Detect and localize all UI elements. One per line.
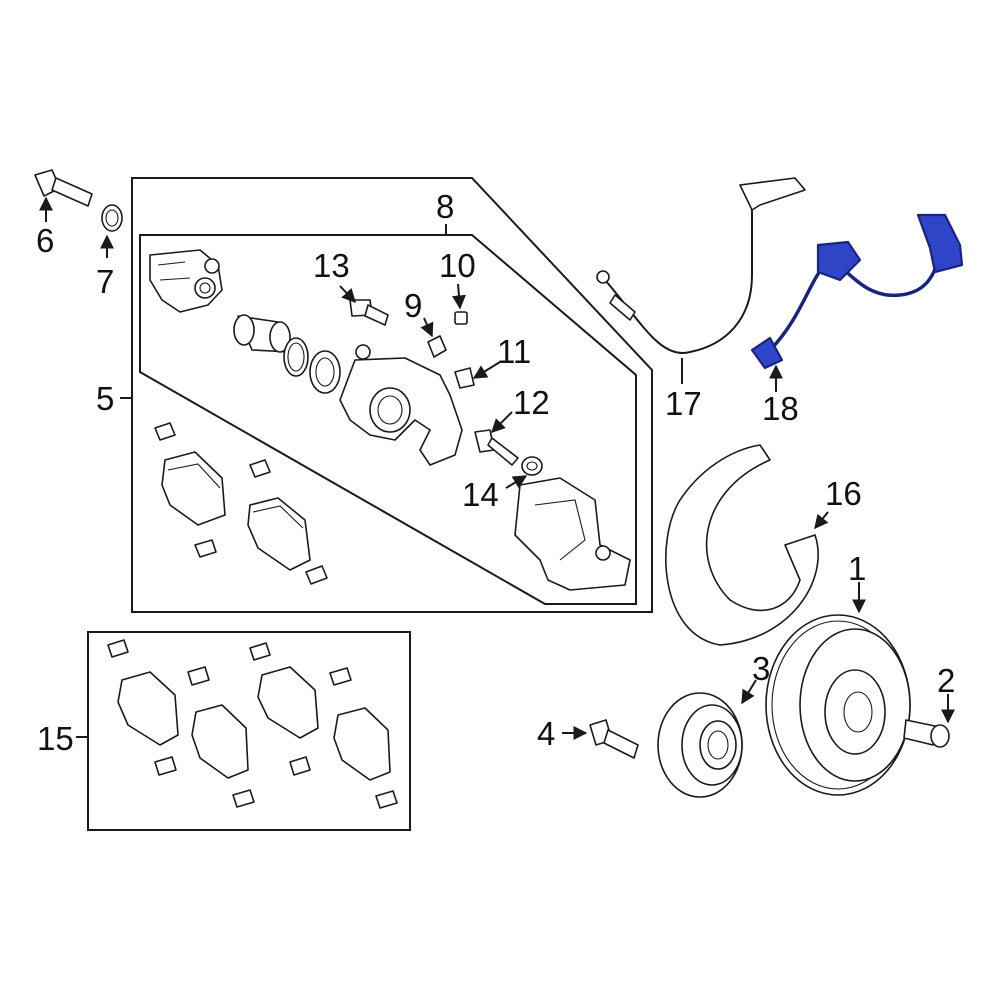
callout-7: 7: [96, 263, 114, 300]
callout-8: 8: [436, 188, 454, 225]
pad-clips-box[interactable]: [154, 422, 328, 585]
bleeder-cap-10[interactable]: [454, 311, 468, 325]
brake-pad-outer-box[interactable]: [247, 497, 311, 571]
leader-lines: [39, 196, 955, 740]
callout-labels: 1 2 3 4 5 6 7 8 9 10 11 12 13 14 15 16 1…: [36, 188, 955, 757]
abs-sensor-highlighted[interactable]: [750, 213, 964, 370]
callout-5: 5: [96, 380, 114, 417]
brake-hose[interactable]: [596, 177, 806, 355]
callout-2: 2: [937, 662, 955, 699]
callout-16: 16: [825, 475, 862, 512]
pad-kit-clips[interactable]: [107, 639, 398, 809]
rotor-screw-2[interactable]: [903, 719, 950, 748]
bleeder-screw-9[interactable]: [427, 335, 447, 358]
pad-kit-box: [87, 631, 411, 831]
bolt-6[interactable]: [34, 169, 93, 207]
callout-3: 3: [752, 650, 770, 687]
hub-bolt-4[interactable]: [589, 719, 639, 759]
callout-1: 1: [848, 550, 866, 587]
dust-boot[interactable]: [309, 350, 341, 394]
callout-11: 11: [497, 333, 531, 370]
piston-seal[interactable]: [283, 337, 309, 377]
wheel-hub[interactable]: [657, 692, 743, 798]
caliper-body[interactable]: [339, 344, 463, 466]
bushing-14[interactable]: [521, 456, 543, 476]
callout-14: 14: [462, 476, 499, 513]
callout-17: 17: [665, 385, 702, 422]
guide-pin-bolt-13[interactable]: [349, 299, 389, 326]
callout-4: 4: [537, 715, 555, 752]
brake-pad-inner-box[interactable]: [161, 451, 226, 526]
callout-9: 9: [404, 287, 422, 324]
brake-rotor[interactable]: [765, 614, 911, 796]
pad-kit-pads[interactable]: [117, 666, 391, 781]
caliper-housing-upper[interactable]: [149, 249, 223, 313]
callout-15: 15: [37, 720, 74, 757]
caliper-assembly-box: [131, 177, 653, 613]
callout-10: 10: [439, 247, 476, 284]
guide-pin-bolt-12[interactable]: [474, 429, 519, 466]
callout-6: 6: [36, 222, 54, 259]
callout-12: 12: [513, 384, 550, 421]
callout-18: 18: [762, 390, 799, 427]
dust-shield[interactable]: [665, 444, 819, 646]
caliper-piston[interactable]: [233, 314, 291, 353]
plug-11[interactable]: [454, 367, 475, 389]
callout-13: 13: [313, 247, 350, 284]
caliper-bracket[interactable]: [514, 477, 631, 591]
washer-7[interactable]: [101, 204, 123, 232]
